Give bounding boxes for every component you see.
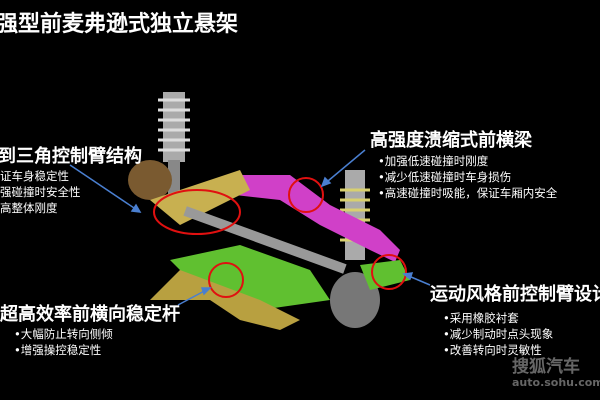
lower-arm <box>150 270 300 330</box>
callout-bullet: 证车身稳定性 <box>0 169 69 183</box>
slide-title: 强型前麦弗逊式独立悬架 <box>0 12 239 37</box>
left-strut <box>128 92 190 200</box>
callout-heading-control-arm: 到三角控制臂结构 <box>0 146 142 167</box>
callout-bullet: •增强操控稳定性 <box>14 343 102 357</box>
callout-bullet: •加强低速碰撞时刚度 <box>378 154 489 168</box>
callout-bullet: •高速碰撞时吸能，保证车厢内安全 <box>378 186 558 200</box>
callout-bullet: 强碰撞时安全性 <box>0 185 81 199</box>
callout-bullet: •改善转向时灵敏性 <box>443 343 542 357</box>
callout-bullet: 高整体刚度 <box>0 201 58 215</box>
callout-heading-crossmember: 高强度溃缩式前横梁 <box>370 130 532 151</box>
callout-bullet: •采用橡胶衬套 <box>443 311 519 325</box>
control-arm-top <box>150 170 250 225</box>
callout-arrows <box>69 149 431 306</box>
crossmember <box>230 175 400 262</box>
callout-heading-front-arm: 运动风格前控制臂设计 <box>430 284 600 305</box>
callout-bullet: •减少低速碰撞时车身损伤 <box>378 170 512 184</box>
watermark-url: auto.sohu.com <box>512 376 600 389</box>
stabilizer-subframe <box>170 245 330 310</box>
callout-bullet: •减少制动时点头现象 <box>443 327 554 341</box>
callout-heading-stabilizer: 超高效率前横向稳定杆 <box>0 304 180 325</box>
steering-rack <box>183 206 347 274</box>
watermark-brand: 搜狐汽车 <box>512 357 580 377</box>
highlight-circles <box>153 177 407 298</box>
callout-bullet: •大幅防止转向侧倾 <box>14 327 113 341</box>
